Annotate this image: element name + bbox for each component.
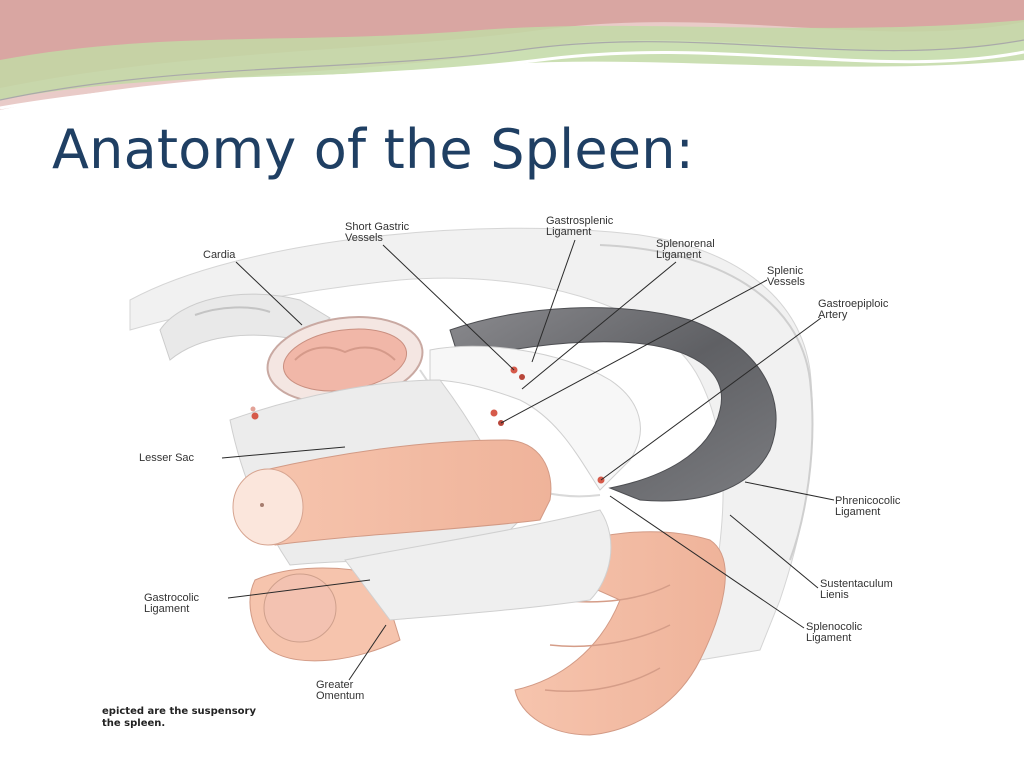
label-splenic-vessels: Splenic Vessels: [767, 265, 805, 288]
header-wave-decoration: [0, 0, 1024, 110]
spleen-anatomy-illustration: [129, 227, 835, 736]
figure-caption: epicted are the suspensory the spleen.: [102, 706, 256, 729]
label-lesser-sac: Lesser Sac: [139, 452, 195, 464]
label-gastrosplenic-ligament: Gastrosplenic Ligament: [546, 215, 614, 238]
label-splenocolic-ligament: Splenocolic Ligament: [806, 621, 863, 644]
label-phrenicocolic-ligament: Phrenicocolic Ligament: [835, 495, 901, 518]
label-sustentaculum-lienis: Sustentaculum Lienis: [820, 578, 893, 601]
label-gastrocolic-ligament: Gastrocolic Ligament: [144, 592, 200, 615]
label-gastroepiploic-artery: Gastroepiploic Artery: [818, 298, 889, 321]
label-greater-omentum: Greater Omentum: [316, 679, 365, 702]
label-short-gastric-vessels: Short Gastric Vessels: [345, 221, 410, 244]
label-splenorenal-ligament: Splenorenal Ligament: [656, 238, 715, 261]
slide-title: Anatomy of the Spleen:: [52, 118, 695, 181]
label-cardia: Cardia: [203, 249, 236, 261]
